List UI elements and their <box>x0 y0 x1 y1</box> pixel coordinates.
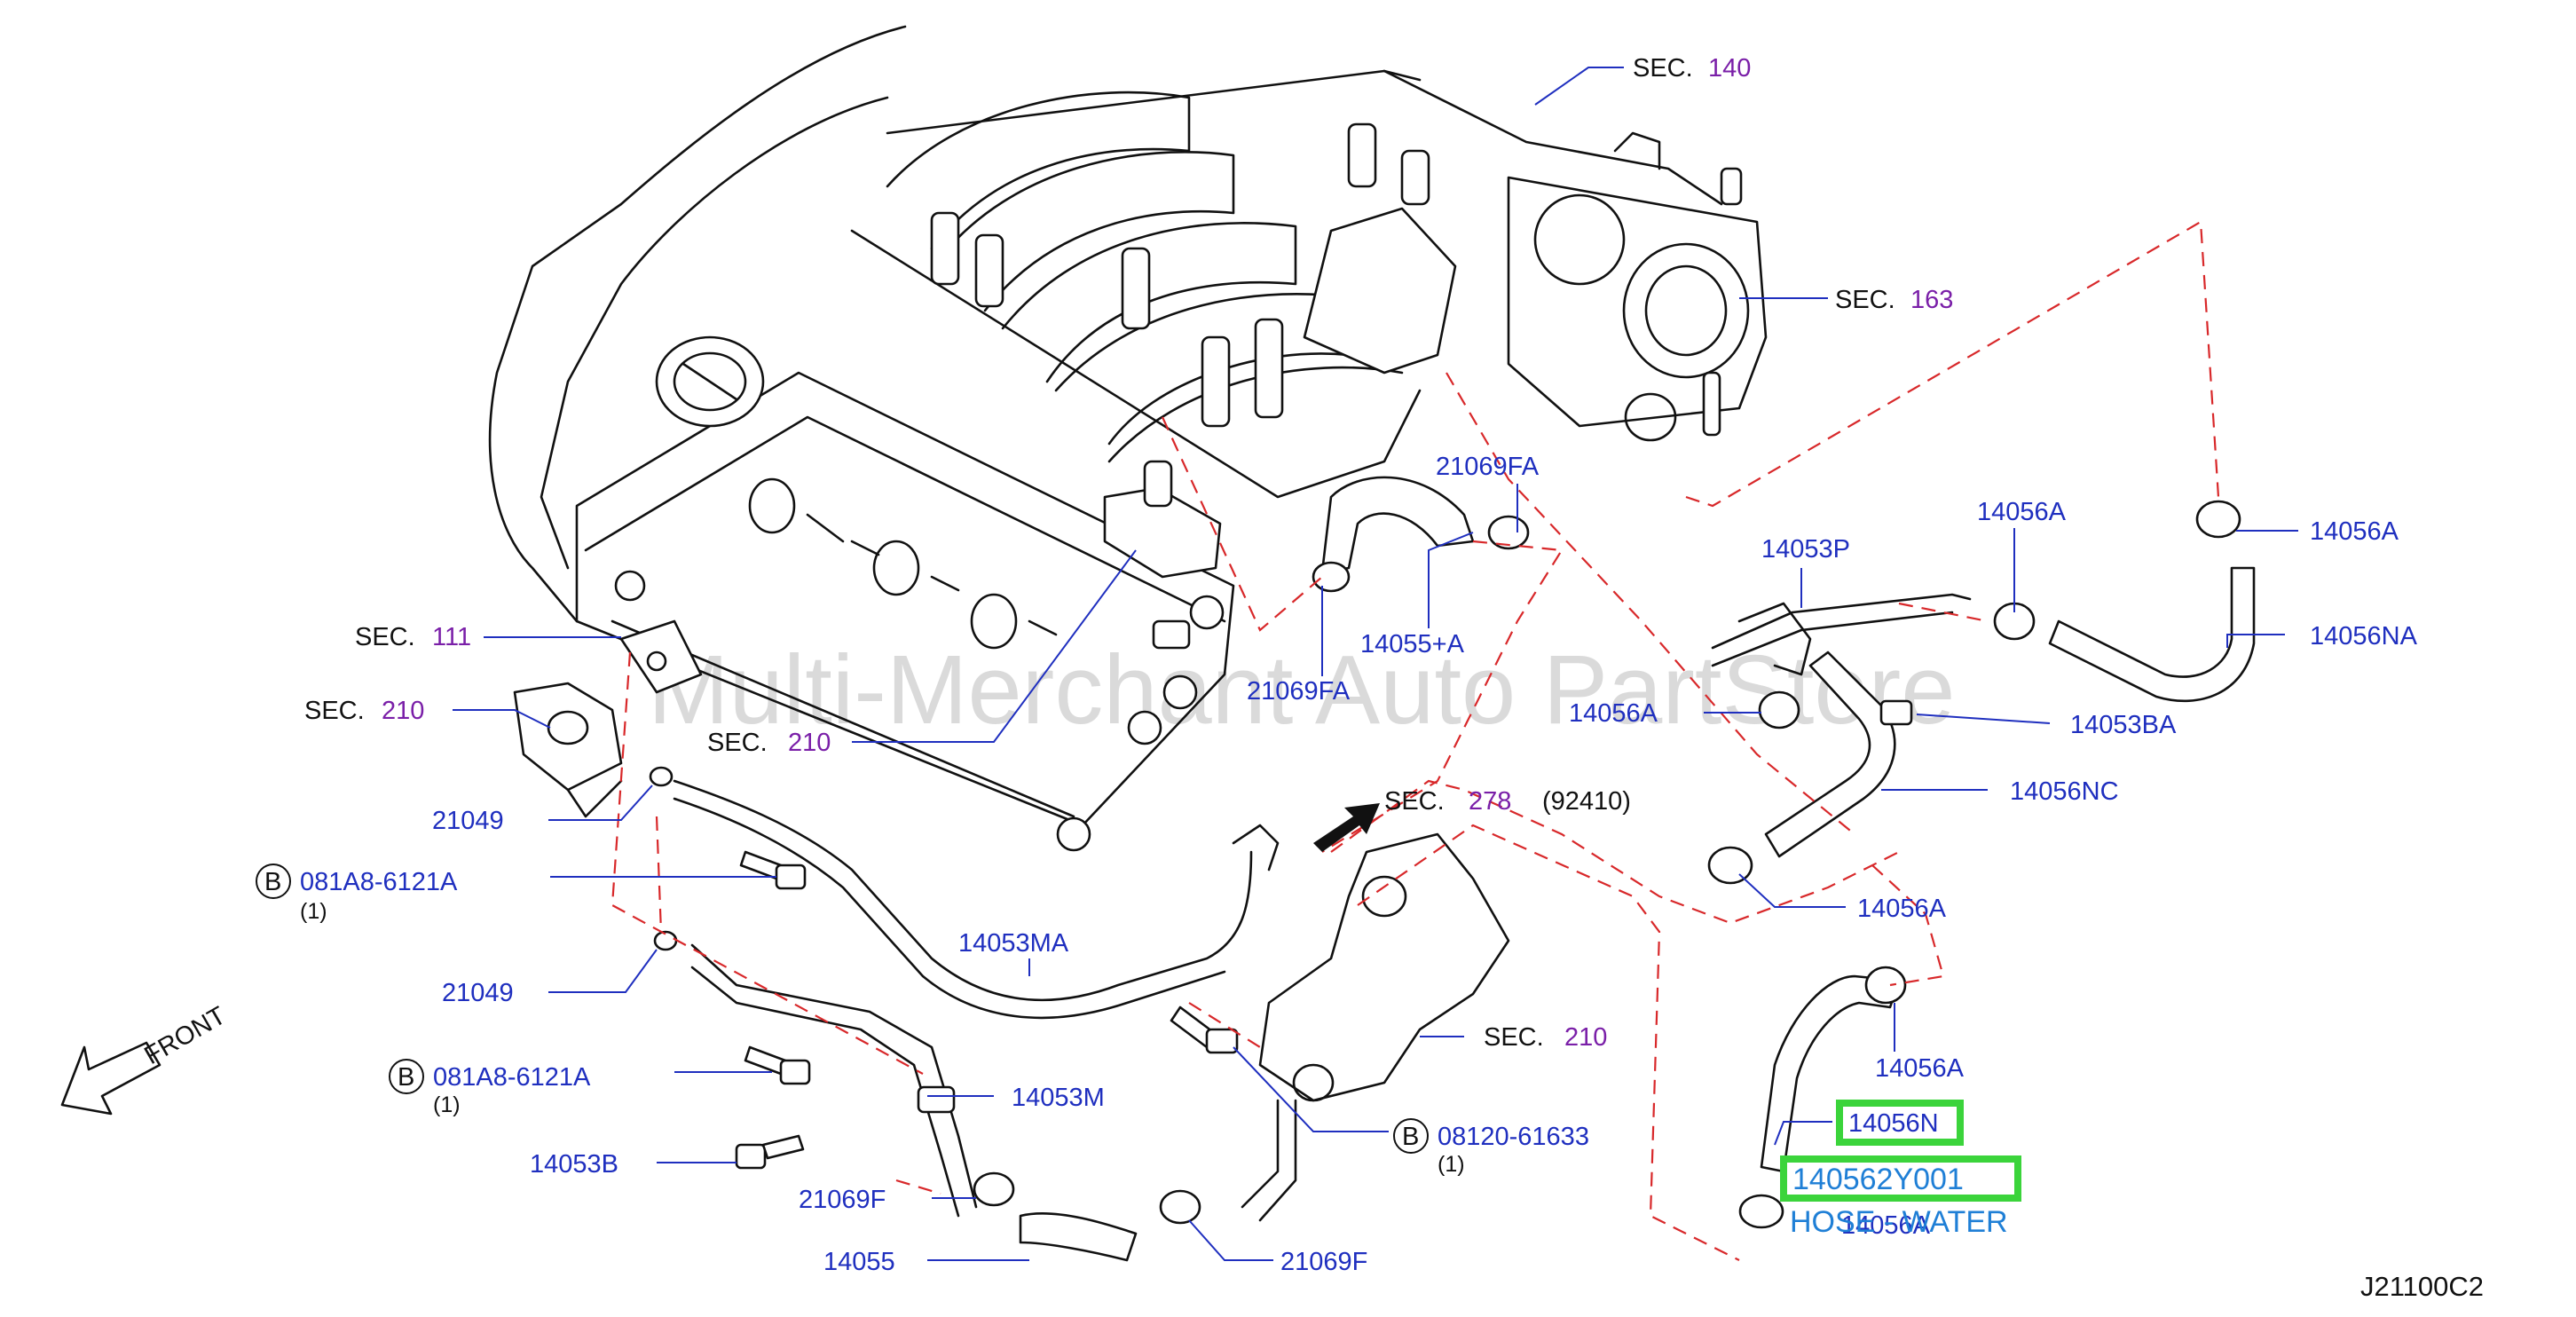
label-21069f-2: 21069F <box>1280 1248 1367 1276</box>
watermark-text: Multi-Merchant Auto PartStore <box>648 635 1955 745</box>
b-marker-3 <box>1393 1118 1429 1154</box>
b-marker-3-letter: B <box>1402 1123 1419 1151</box>
highlight-part[interactable]: 140562Y001 HOSE - WATER <box>1780 1100 2021 1239</box>
sec-278-arrow-icon <box>1313 803 1380 852</box>
sec-210-mid-word: SEC. <box>707 729 768 757</box>
section-labels: SEC. 140 SEC. 163 SEC. 111 SEC. 210 SEC.… <box>304 54 1953 1052</box>
sec-163-word: SEC. <box>1835 286 1895 314</box>
label-14056nc: 14056NC <box>2010 777 2119 806</box>
label-14053p: 14053P <box>1761 535 1850 564</box>
leader-lines <box>453 67 2298 1261</box>
highlight-box-14056n[interactable] <box>1836 1100 1964 1146</box>
label-21069f-1: 21069F <box>799 1186 886 1214</box>
label-14053ma: 14053MA <box>958 929 1069 958</box>
dashed-guides <box>611 220 2220 1261</box>
b-marker-2 <box>389 1059 424 1094</box>
label-21069fa-bottom: 21069FA <box>1247 677 1351 706</box>
label-14056a-3: 14056A <box>1569 699 1658 728</box>
front-arrow: FRONT <box>60 1001 232 1116</box>
sec-163-number: 163 <box>1910 286 1953 314</box>
sec-140-number: 140 <box>1708 54 1751 83</box>
sec-210-right-number: 210 <box>1564 1023 1607 1052</box>
sec-111-number: 111 <box>432 623 471 651</box>
sec-210-mid-number: 210 <box>788 729 831 757</box>
label-081a8-1: 081A8-6121A <box>300 868 458 896</box>
diagram-code: J21100C2 <box>2360 1271 2484 1302</box>
label-14055-a: 14055+A <box>1360 630 1465 658</box>
engine-illustration <box>488 25 1768 852</box>
label-14056a-5: 14056A <box>1875 1054 1965 1083</box>
sec-278-word: SEC. <box>1384 787 1445 816</box>
label-21069fa-top: 21069FA <box>1436 453 1540 481</box>
sec-210-left-number: 210 <box>382 697 424 725</box>
b-marker-2-letter: B <box>398 1063 414 1092</box>
label-14056a-4: 14056A <box>1857 895 1947 923</box>
front-label: FRONT <box>140 1001 232 1070</box>
label-14055: 14055 <box>823 1248 895 1276</box>
label-08120: 08120-61633 <box>1438 1123 1589 1151</box>
label-14056na: 14056NA <box>2310 622 2418 651</box>
sec-210-right-word: SEC. <box>1484 1023 1544 1052</box>
label-081a8-1-qty: (1) <box>300 899 327 924</box>
highlight-description: HOSE - WATER <box>1790 1205 2008 1239</box>
label-14056a-6: 14056A <box>1841 1211 1931 1240</box>
label-14053m: 14053M <box>1012 1084 1105 1112</box>
label-14056a-2: 14056A <box>2310 517 2399 546</box>
b-marker-1 <box>256 864 291 899</box>
b-marker-1-letter: B <box>264 868 281 896</box>
label-081a8-2-qty: (1) <box>433 1092 461 1117</box>
label-14056a-1: 14056A <box>1977 498 2067 526</box>
label-14053b: 14053B <box>530 1150 618 1179</box>
sec-111-word: SEC. <box>355 623 415 651</box>
label-14053ba: 14053BA <box>2070 711 2177 739</box>
highlight-part-number[interactable]: 140562Y001 <box>1792 1163 1964 1196</box>
label-081a8-2: 081A8-6121A <box>433 1063 591 1092</box>
sec-210-left-word: SEC. <box>304 697 365 725</box>
highlight-box-part-number[interactable] <box>1780 1155 2021 1202</box>
label-21049-2: 21049 <box>442 979 514 1007</box>
sec-278-ref: (92410) <box>1542 787 1631 816</box>
label-21049-1: 21049 <box>432 807 504 835</box>
part-labels: 21069FA 14055+A 21069FA 14053P 14056A 14… <box>256 453 2418 1276</box>
sec-278-number: 278 <box>1469 787 1511 816</box>
label-14056n: 14056N <box>1848 1109 1939 1138</box>
pipes-hoses <box>649 476 2256 1262</box>
label-08120-qty: (1) <box>1438 1152 1465 1177</box>
sec-140-word: SEC. <box>1633 54 1693 83</box>
